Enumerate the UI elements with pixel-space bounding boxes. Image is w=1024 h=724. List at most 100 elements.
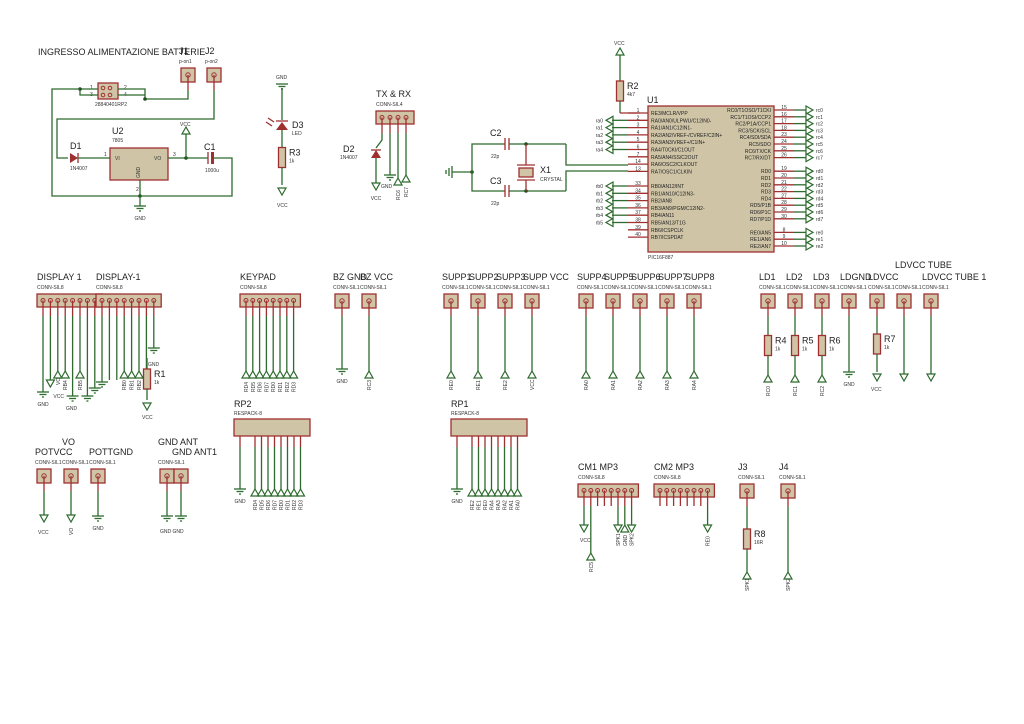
terminal-icon bbox=[619, 523, 630, 533]
resistor-body bbox=[742, 528, 752, 550]
terminal-icon bbox=[741, 570, 753, 580]
respack-value: RESPACK-8 bbox=[451, 411, 479, 417]
ground-label: GND bbox=[336, 379, 348, 385]
mcu-pin-number: 39 bbox=[635, 225, 641, 231]
terminal-icon bbox=[604, 115, 614, 126]
connector-ref: GND ANT bbox=[158, 437, 199, 447]
connector-body bbox=[239, 293, 302, 308]
terminal-icon bbox=[269, 487, 280, 497]
terminal-icon bbox=[612, 524, 624, 534]
net-label: GND bbox=[623, 535, 629, 547]
mcu-pin-name: RC4/SDI/SDA bbox=[740, 135, 772, 141]
mcu-pin-number: 3 bbox=[637, 123, 640, 129]
resistor-ref: R4 bbox=[775, 336, 787, 346]
respack-ref: RP2 bbox=[234, 399, 252, 409]
mcu-pin-number: 21 bbox=[781, 180, 787, 186]
resistor-ref: R1 bbox=[154, 369, 166, 379]
terminal-icon bbox=[479, 487, 491, 497]
net-label: ra0 bbox=[596, 118, 603, 124]
wire bbox=[375, 133, 383, 149]
resistor-value: 1k bbox=[829, 347, 835, 353]
wire bbox=[51, 88, 140, 197]
diode-ref: D1 bbox=[70, 141, 82, 151]
terminal-icon bbox=[871, 373, 883, 383]
net-label: rd6 bbox=[816, 210, 823, 216]
mcu-pin-name: RC2/P1A/CCP1 bbox=[735, 122, 771, 128]
terminal-icon bbox=[614, 46, 626, 56]
connector-ref: LD1 bbox=[759, 272, 776, 282]
terminal-icon bbox=[276, 187, 288, 197]
connector-ref: CM2 MP3 bbox=[654, 462, 694, 472]
net-label: RA3 bbox=[665, 380, 671, 390]
mcu-pin-number: 26 bbox=[781, 153, 787, 159]
net-label: SPK1 bbox=[745, 578, 751, 591]
terminal-icon bbox=[60, 369, 71, 379]
connector-ref: SUPP5 bbox=[604, 272, 634, 282]
section-title: INGRESSO ALIMENTAZIONE BATTERIE bbox=[38, 47, 205, 57]
resistor-body bbox=[142, 368, 152, 390]
net-label: rc3 bbox=[816, 128, 823, 134]
capacitor-value: 1000u bbox=[205, 168, 219, 174]
mcu-pin-number: 30 bbox=[781, 214, 787, 220]
connector-ref: KEYPAD bbox=[240, 272, 276, 282]
mcu-pin-number: 19 bbox=[781, 166, 787, 172]
terminal-icon bbox=[512, 487, 523, 497]
mcu-pin-number: 37 bbox=[635, 210, 641, 216]
terminal-icon bbox=[604, 122, 614, 133]
terminal-icon bbox=[526, 369, 538, 379]
connector-ref: SUPP1 bbox=[442, 272, 472, 282]
mcu-pin-number: 7 bbox=[637, 152, 640, 158]
net-label: RD6 bbox=[258, 382, 264, 392]
terminal-icon bbox=[274, 369, 286, 379]
vcc-label: VCC bbox=[871, 387, 882, 393]
ground-label: GND GND bbox=[160, 529, 184, 535]
net-label: rc6 bbox=[816, 149, 823, 155]
terminal-icon bbox=[626, 524, 637, 534]
net-label: RB2 bbox=[137, 380, 143, 390]
net-label: RD1 bbox=[286, 500, 292, 510]
mcu-pin-number: 40 bbox=[635, 232, 641, 238]
terminal-icon bbox=[466, 487, 478, 497]
terminal-icon bbox=[445, 369, 457, 379]
respack-value: RESPACK-8 bbox=[234, 411, 262, 417]
respack-body bbox=[233, 418, 311, 437]
net-label: rd1 bbox=[816, 176, 823, 182]
terminal-icon bbox=[634, 369, 646, 379]
terminal-icon bbox=[688, 369, 700, 379]
terminal-icon bbox=[281, 369, 292, 379]
terminal-icon bbox=[607, 369, 619, 379]
mcu-pin-name: RA7/OSC1/CLKIN bbox=[651, 169, 692, 175]
terminal-icon bbox=[805, 118, 815, 129]
led-icon bbox=[276, 122, 288, 130]
terminal-icon bbox=[295, 487, 306, 497]
regulator-body bbox=[109, 147, 169, 181]
mcu-pin-number: 28 bbox=[781, 200, 787, 206]
net-label: RC0 bbox=[766, 386, 772, 396]
regulator-pin-vo: VO bbox=[154, 156, 161, 162]
connector-value: CONN-SIL1 bbox=[62, 460, 89, 466]
mcu-pin-number: 18 bbox=[781, 125, 787, 131]
terminal-icon bbox=[604, 210, 614, 221]
terminal-icon bbox=[45, 379, 56, 389]
ground-label: GND bbox=[92, 526, 104, 532]
diode-icon bbox=[70, 153, 78, 163]
terminal-icon bbox=[400, 173, 412, 183]
connector-ref: SUPP6 bbox=[631, 272, 661, 282]
terminal-icon bbox=[74, 369, 86, 379]
connector-body bbox=[375, 110, 415, 125]
mcu-pin-number: 4 bbox=[637, 130, 640, 136]
pin-number: 3 bbox=[173, 152, 176, 158]
terminal-icon bbox=[499, 487, 510, 497]
mcu-pin-name: RB4/AN11 bbox=[651, 213, 674, 219]
terminal-icon bbox=[580, 369, 592, 379]
connector-ref: BZ GND bbox=[333, 272, 368, 282]
net-label: RD6 bbox=[266, 500, 272, 510]
terminal-icon bbox=[486, 487, 497, 497]
net-label: ra1 bbox=[596, 126, 603, 132]
diode-icon bbox=[371, 150, 381, 158]
terminal-icon bbox=[805, 152, 815, 163]
vcc-label: VCC bbox=[180, 122, 191, 128]
connector-value: CONN-SIL8 bbox=[240, 285, 267, 291]
net-label: RA1 bbox=[509, 500, 515, 510]
respack-ref: RP1 bbox=[451, 399, 469, 409]
